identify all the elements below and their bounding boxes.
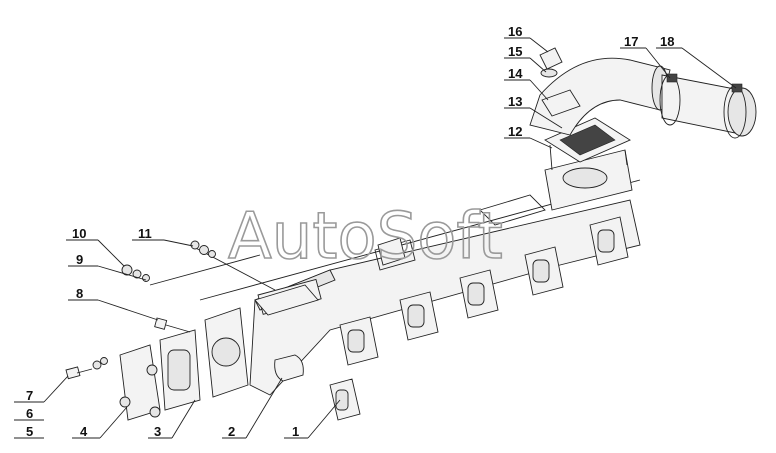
nut-icon: [119, 396, 131, 408]
gasket-part-13: [544, 117, 631, 163]
stud-part-11: [190, 240, 216, 258]
callout-18: 18: [660, 34, 674, 49]
flange-plate-2: [204, 307, 249, 398]
mounting-bracket: [254, 149, 633, 316]
manifold-port-1: [339, 316, 379, 366]
manifold-port-2: [399, 291, 439, 341]
fitting-parts-14-16: [539, 47, 581, 117]
bolt-axis-line-9: [149, 254, 261, 286]
callout-17: 17: [624, 34, 638, 49]
callout-16: 16: [508, 24, 522, 39]
callout-1: 1: [292, 424, 299, 439]
callout-3: 3: [154, 424, 161, 439]
bolt-part-8: [154, 317, 191, 333]
callout-14: 14: [508, 66, 523, 81]
manifold-port-5: [589, 216, 629, 266]
clamp-part-18: [723, 83, 747, 139]
stud-icon: [624, 149, 628, 166]
callout-12: 12: [508, 124, 522, 139]
callout-5: 5: [26, 424, 33, 439]
bolt-assembly-5-7: [65, 357, 108, 380]
callout-6: 6: [26, 406, 33, 421]
plate-part-3: [159, 329, 201, 411]
stud-parts-9-10: [121, 264, 150, 282]
nut-icon: [146, 364, 158, 376]
stud-part-12: [549, 144, 553, 171]
callout-8: 8: [76, 286, 83, 301]
callout-13: 13: [508, 94, 522, 109]
callout-15: 15: [508, 44, 522, 59]
callout-11: 11: [138, 226, 152, 241]
callout-4: 4: [80, 424, 88, 439]
callout-9: 9: [76, 252, 83, 267]
manifold-port-3: [459, 269, 499, 319]
manifold-port-4: [524, 246, 564, 296]
clamp-part-17: [659, 73, 681, 126]
callout-10: 10: [72, 226, 86, 241]
callout-2: 2: [228, 424, 235, 439]
nut-icon: [149, 406, 161, 418]
gasket-part-1: [329, 378, 361, 421]
watermark-text: AutoSoft: [228, 200, 503, 274]
callout-7: 7: [26, 388, 33, 403]
